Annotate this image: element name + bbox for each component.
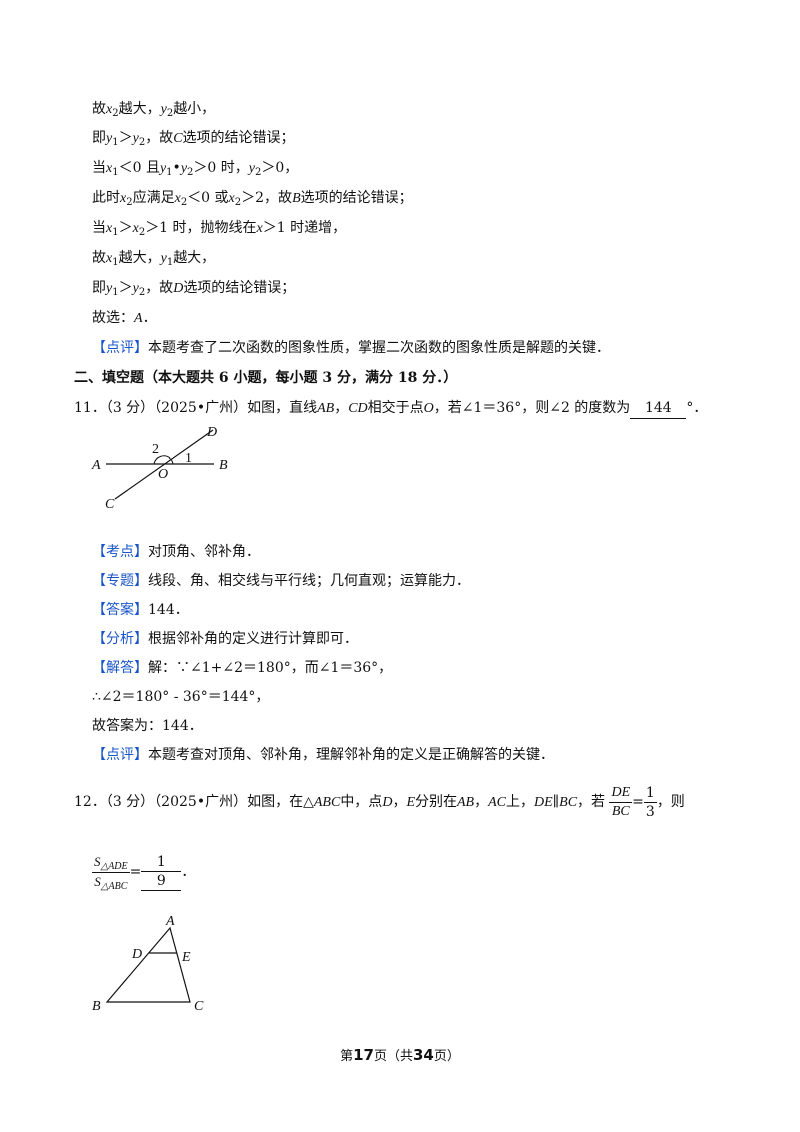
label-angle-1: 1 [185,451,192,466]
figure-triangle: A B C D E [92,914,204,1014]
q11-daan: 【答案】144． [92,602,189,618]
label-angle-2: 2 [152,442,159,457]
review-q10: 【点评】本题考查了二次函数的图象性质，掌握二次函数的图象性质是解题的关键． [92,340,610,356]
line-cd [114,429,214,500]
q11-fenxi: 【分析】根据邻补角的定义进行计算即可． [92,631,358,647]
solution-line-8: 故选：A． [92,310,157,326]
label-c: C [194,999,204,1014]
question-12-stem: 12．（3 分）（2025•广州）如图，在△ABC中，点D，E分别在AB，AC上… [74,784,685,820]
area-ratio: S△ADE S△ABC [92,853,130,892]
figure-intersecting-lines: A B C D O 1 2 [91,425,228,512]
angle-2-arc [153,455,171,465]
solution-line-2: 即y1＞y2，故C选项的结论错误； [92,130,295,148]
solution-line-1: 故x2越大，y2越小， [92,101,216,119]
label-d: D [131,947,142,962]
q11-step-2: ∴∠2＝180° ‑ 36°＝144°， [92,689,270,705]
page-footer: 第17页（共34页） [340,1046,460,1064]
page-total: 34 [413,1046,434,1064]
label-a: A [91,458,101,473]
label-b: B [92,999,101,1014]
question-11-stem: 11．（3 分）（2025•广州）如图，直线AB，CD相交于点O，若∠1＝36°… [74,398,707,419]
q11-kaodian: 【考点】对顶角、邻补角． [92,544,260,560]
q11-zhuanti: 【专题】线段、角、相交线与平行线；几何直观；运算能力． [92,573,470,589]
triangle-abc [105,926,191,1003]
answer-blank-11: 144 [630,398,687,419]
solution-line-7: 即y1＞y2，故D选项的结论错误； [92,280,296,298]
q11-step-3: 故答案为：144． [92,718,203,734]
angle-1-arc [168,457,174,465]
label-d: D [206,425,217,440]
page-number: 17 [353,1046,374,1064]
section-title: 二、填空题（本大题共 6 小题，每小题 3 分，满分 18 分．） [74,370,458,386]
q11-jieda: 【解答】解：∵∠1+∠2＝180°，而∠1＝36°， [92,660,393,676]
q11-dianping: 【点评】本题考查对顶角、邻补角，理解邻补角的定义是正确解答的关键． [92,747,554,763]
solution-line-3: 当x1＜0 且y1•y2＞0 时，y2＞0， [92,160,299,178]
solution-line-4: 此时x2应满足x2＜0 或x2＞2，故B选项的结论错误； [92,190,413,208]
label-b: B [219,458,228,473]
label-a: A [165,914,175,929]
solution-line-6: 故x1越大，y1越大， [92,250,216,268]
review-tag: 【点评】 [92,340,148,356]
solution-line-5: 当x1＞x2＞1 时，抛物线在x＞1 时递增， [92,220,347,238]
label-e: E [181,950,191,965]
label-c: C [105,497,115,512]
label-o: O [158,467,168,482]
